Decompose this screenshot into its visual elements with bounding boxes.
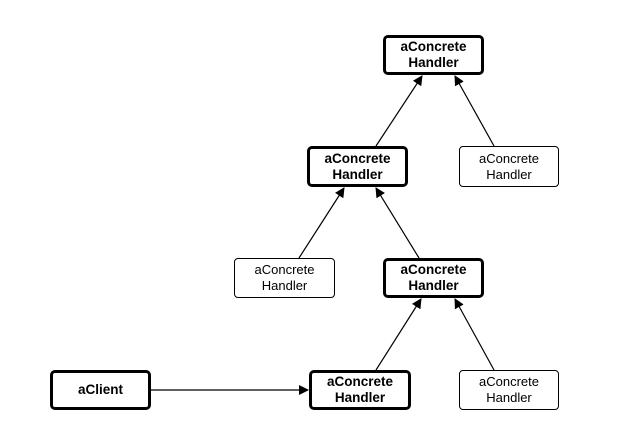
handler-node-left-2: aConcrete Handler (234, 258, 335, 298)
handler-node-right-1-line2: Handler (486, 166, 532, 182)
handler-node-left-2-line2: Handler (261, 278, 308, 293)
arrow-lower-to-mid (375, 187, 420, 259)
handler-node-right-3-line2: Handler (486, 390, 532, 405)
arrow-bottom-to-lower (375, 298, 422, 371)
handler-node-top: aConcrete Handler (383, 35, 484, 75)
client-node: aClient (50, 370, 151, 410)
arrow-right3-to-lower (454, 298, 495, 371)
handler-node-bottom-line2: Handler (334, 390, 386, 405)
handler-node-top-line2: Handler (408, 55, 459, 70)
arrow-right1-to-top (454, 75, 495, 147)
arrow-left2-to-mid (298, 187, 345, 259)
handler-node-right-3-line1: aConcrete (479, 374, 539, 389)
handler-node-bottom-line1: aConcrete (326, 374, 394, 389)
handler-node-top-line1: aConcrete (400, 39, 467, 54)
handler-node-lower-line1: aConcrete (400, 262, 467, 277)
handler-node-lower: aConcrete Handler (383, 258, 484, 298)
arrow-mid-to-top (375, 75, 423, 147)
handler-node-right-1: aConcrete Handler (459, 146, 559, 187)
handler-node-left-2-line1: aConcrete (254, 262, 315, 277)
handler-node-mid-line2: Handler (332, 166, 383, 182)
client-node-label: aClient (77, 382, 123, 397)
handler-node-mid: aConcrete Handler (307, 146, 408, 187)
handler-node-bottom: aConcrete Handler (309, 370, 411, 410)
handler-node-lower-line2: Handler (408, 278, 459, 293)
handler-node-right-3: aConcrete Handler (459, 370, 559, 410)
handler-node-right-1-line1: aConcrete (479, 150, 539, 166)
handler-node-mid-line1: aConcrete (324, 150, 391, 166)
